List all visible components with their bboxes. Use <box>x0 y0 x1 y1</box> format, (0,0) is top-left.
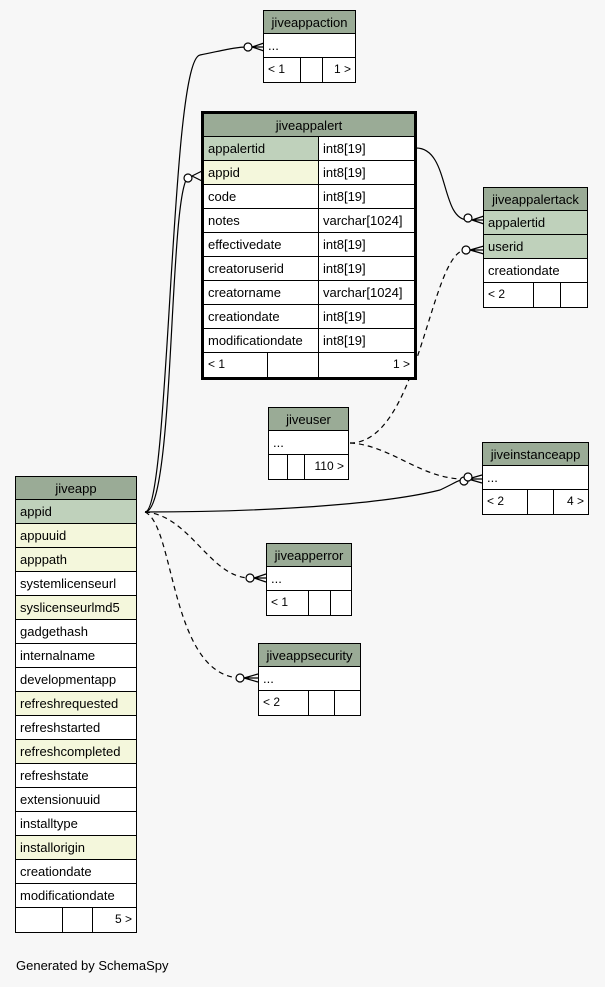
column-row: creationdate <box>488 263 560 278</box>
column-row: refreshstarted <box>20 720 101 735</box>
column-row: extensionuuid <box>20 792 101 807</box>
table-jiveappaction[interactable]: jiveappaction ... < 1 1 > <box>263 10 356 83</box>
column-type: int8[19] <box>318 233 414 256</box>
parents-count: < 2 <box>487 494 505 508</box>
parents-count: < 2 <box>263 695 281 709</box>
link-jiveapp-jiveappsecurity <box>144 511 241 679</box>
column-row: modificationdate <box>20 888 115 903</box>
column-row: systemlicenseurl <box>20 576 117 591</box>
table-jiveapperror[interactable]: jiveapperror ... < 1 <box>266 543 352 616</box>
link-end-circle <box>463 213 473 223</box>
column-name: creatoruserid <box>208 261 284 276</box>
column-name: appalertid <box>208 141 266 156</box>
children-count: 4 > <box>553 490 588 514</box>
column-row: ... <box>273 435 284 450</box>
column-row: ... <box>271 571 282 586</box>
column-type: int8[19] <box>318 185 414 208</box>
column-type: int8[19] <box>318 137 414 160</box>
link-end-circle <box>461 245 471 255</box>
link-end-circle <box>463 472 473 482</box>
column-row: appuuid <box>20 528 67 543</box>
column-type: int8[19] <box>318 329 414 352</box>
column-name: creatorname <box>208 285 281 300</box>
column-row: gadgethash <box>20 624 88 639</box>
parents-count <box>269 455 287 479</box>
table-title: jiveinstanceapp <box>483 443 588 466</box>
column-type: int8[19] <box>318 257 414 280</box>
column-row: appid <box>20 504 52 519</box>
link-jiveuser-jiveappalertack <box>349 249 467 444</box>
table-jiveappalert[interactable]: jiveappalert appalertid int8[19] appid i… <box>201 111 417 380</box>
column-row: ... <box>263 671 274 686</box>
column-type: varchar[1024] <box>318 281 414 304</box>
column-row: refreshstate <box>20 768 89 783</box>
column-name: code <box>208 189 237 204</box>
table-jiveappalertack[interactable]: jiveappalertack appalertid userid creati… <box>483 187 588 308</box>
column-row: installorigin <box>20 840 86 855</box>
table-title: jiveapp <box>16 477 136 500</box>
column-row: ... <box>487 470 498 485</box>
table-title: jiveappalertack <box>484 188 587 211</box>
column-name: effectivedate <box>208 237 282 252</box>
table-jiveinstanceapp[interactable]: jiveinstanceapp ... < 2 4 > <box>482 442 589 515</box>
children-count: 5 > <box>92 908 136 932</box>
parents-count: < 1 <box>268 62 286 76</box>
column-row: installtype <box>20 816 78 831</box>
column-row: refreshrequested <box>20 696 119 711</box>
children-count: 1 > <box>322 58 355 82</box>
table-title: jiveuser <box>269 408 348 431</box>
table-title: jiveappsecurity <box>259 644 360 667</box>
generated-by-label: Generated by SchemaSpy <box>16 958 169 973</box>
column-name: modificationdate <box>208 333 303 348</box>
link-jiveapp-jiveappalert <box>144 175 191 513</box>
children-count: 110 > <box>304 455 348 479</box>
table-title: jiveappalert <box>204 114 414 137</box>
column-row: appalertid <box>488 215 546 230</box>
column-name: appid <box>208 165 240 180</box>
column-row: ... <box>268 38 279 53</box>
children-count <box>330 591 351 615</box>
column-row: creationdate <box>20 864 92 879</box>
link-jiveapp-jiveapperror <box>144 511 251 579</box>
table-jiveuser[interactable]: jiveuser ... 110 > <box>268 407 349 480</box>
link-end-circle <box>243 42 253 52</box>
link-jiveapp-jiveappaction <box>144 46 249 513</box>
parents-count: < 1 <box>208 357 226 371</box>
column-name: creationdate <box>208 309 280 324</box>
column-type: int8[19] <box>318 161 414 184</box>
link-end-circle <box>245 573 255 583</box>
link-jiveapp-jiveinstanceapp <box>144 478 467 513</box>
link-end-circle <box>183 173 193 183</box>
table-jiveapp[interactable]: jiveapp appid appuuid apppath systemlice… <box>15 476 137 933</box>
column-type: varchar[1024] <box>318 209 414 232</box>
column-row: apppath <box>20 552 67 567</box>
column-name: notes <box>208 213 240 228</box>
parents-count: < 2 <box>488 287 506 301</box>
children-count <box>334 691 360 715</box>
column-row: developmentapp <box>20 672 117 687</box>
children-count <box>560 283 587 307</box>
link-end-circle <box>235 673 245 683</box>
column-row: refreshcompleted <box>20 744 121 759</box>
link-jiveuser-jiveinstanceapp <box>349 442 463 480</box>
children-count: 1 > <box>318 353 414 377</box>
link-jiveappalert-jiveappalertack <box>415 147 469 221</box>
parents-count: < 1 <box>271 595 289 609</box>
table-jiveappsecurity[interactable]: jiveappsecurity ... < 2 <box>258 643 361 716</box>
column-row: internalname <box>20 648 96 663</box>
column-row: userid <box>488 239 524 254</box>
table-title: jiveappaction <box>264 11 355 34</box>
table-title: jiveapperror <box>267 544 351 567</box>
column-row: syslicenseurlmd5 <box>20 600 120 615</box>
parents-count <box>16 908 62 932</box>
column-type: int8[19] <box>318 305 414 328</box>
